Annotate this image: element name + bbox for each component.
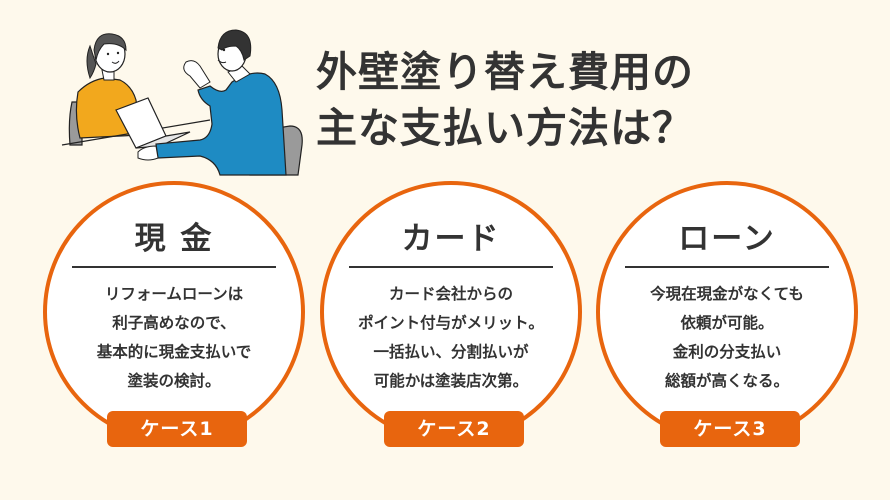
case-badge: ケース3 (660, 411, 800, 447)
divider (349, 266, 553, 268)
description-line: 基本的に現金支払いで (96, 343, 252, 361)
description-line: 依頼が可能。 (680, 314, 774, 332)
card-circle (320, 181, 582, 443)
divider (72, 266, 276, 268)
consultation-illustration (61, 29, 303, 176)
description-line: ポイント付与がメリット。 (358, 314, 544, 332)
description-line: 可能かは塗装店次第。 (373, 372, 529, 390)
card-description: カード会社からの ポイント付与がメリット。 一括払い、分割払いが 可能かは塗装店… (320, 280, 582, 396)
card-circle (596, 181, 858, 443)
card-description: リフォームローンは 利子高めなので、 基本的に現金支払いで 塗装の検討。 (43, 280, 305, 396)
page-title: 外壁塗り替え費用の 主な支払い方法は？ (316, 44, 694, 156)
case-badge: ケース2 (384, 411, 524, 447)
card-heading: ローン (678, 221, 776, 257)
divider (625, 266, 829, 268)
description-line: 利子高めなので、 (112, 314, 236, 332)
description-line: 金利の分支払い (672, 343, 782, 361)
description-line: カード会社からの (388, 285, 513, 303)
description-line: 塗装の検討。 (127, 372, 221, 390)
payment-card-loan: ローン 今現在現金がなくても 依頼が可能。 金利の分支払い 総額が高くなる。 ケ… (596, 181, 858, 447)
description-line: 一括払い、分割払いが (373, 343, 529, 361)
card-heading: カード (401, 221, 501, 257)
payment-card-credit: カード カード会社からの ポイント付与がメリット。 一括払い、分割払いが 可能か… (320, 181, 582, 447)
title-line-1: 外壁塗り替え費用の (316, 48, 694, 96)
card-description: 今現在現金がなくても 依頼が可能。 金利の分支払い 総額が高くなる。 (596, 280, 858, 396)
description-line: 今現在現金がなくても (650, 285, 804, 303)
title-line-2: 主な支払い方法は？ (316, 104, 694, 152)
case-badge: ケース1 (107, 411, 247, 447)
card-heading: 現 金 (134, 221, 214, 257)
description-line: リフォームローンは (104, 285, 244, 303)
description-line: 総額が高くなる。 (664, 372, 789, 390)
payment-card-cash: 現 金 リフォームローンは 利子高めなので、 基本的に現金支払いで 塗装の検討。… (43, 181, 305, 447)
